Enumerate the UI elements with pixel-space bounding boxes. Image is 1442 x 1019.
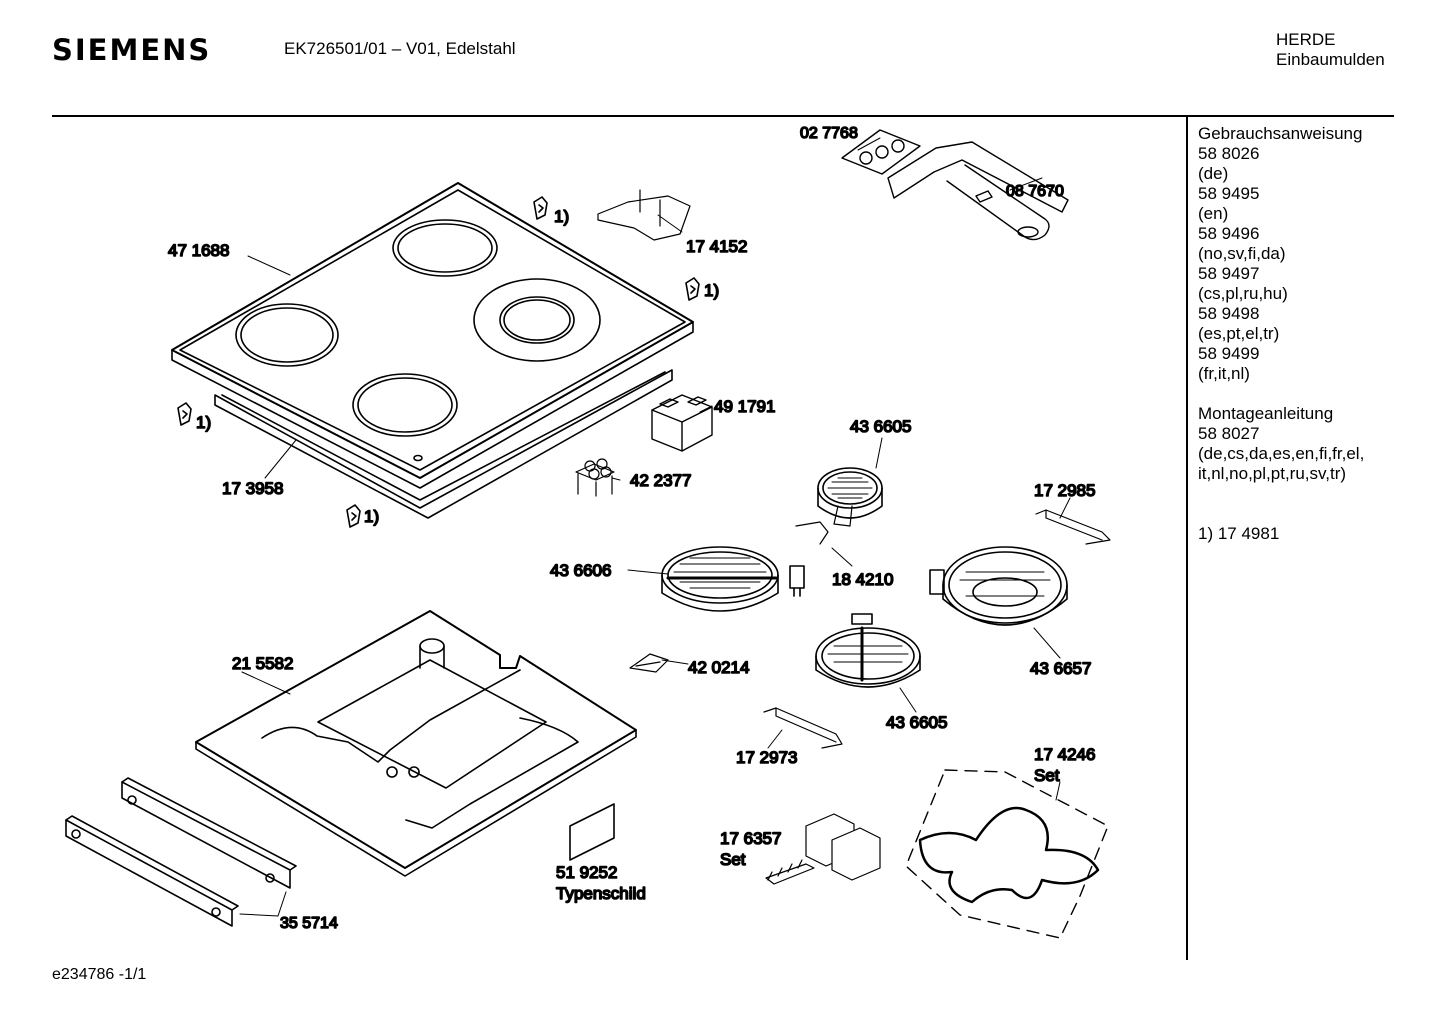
category-line-1: HERDE [1276,30,1336,49]
manual-number: 58 9498 [1198,304,1260,323]
part-label: 43 6605 [850,417,911,436]
footnote-marker: 1) [196,413,211,432]
part-label: 02 7768 [800,125,858,142]
part-label: 35 5714 [280,915,338,932]
control-block [651,394,713,452]
manual-number: 58 9497 [1198,264,1260,283]
heating-element-bottom [815,613,921,688]
part-label: 17 3958 [222,479,283,498]
clamp [629,653,669,673]
part-label: Set [720,850,746,869]
exploded-diagram: 02 7768 08 7670 47 1688 17 4152 1) 1) 1)… [65,124,1111,939]
part-label: 17 4246 [1034,745,1095,764]
documentation-list: Gebrauchsanweisung 58 8026 (de) 58 9495 … [1198,124,1364,544]
ceramic-glass-top [171,182,694,489]
model-title: EK726501/01 – V01, Edelstahl [284,39,516,58]
category-line-2: Einbaumulden [1276,50,1385,69]
part-label: 21 5582 [232,654,293,673]
manual-langs: (en) [1198,204,1229,223]
manual-langs: (es,pt,el,tr) [1198,324,1280,343]
part-label: 08 7670 [1006,183,1064,200]
part-label: 42 2377 [630,471,691,490]
footnote-marker: 1) [364,507,379,526]
part-label: 18 4210 [832,570,893,589]
part-label: 17 6357 [720,829,781,848]
heating-element-left [661,546,805,612]
mounting-bracket-bottom [763,707,843,749]
mounting-bracket-right [1035,509,1111,545]
cleaning-scraper [841,129,1069,241]
manual-number: 58 8026 [1198,144,1260,163]
part-label: Set [1034,766,1060,785]
install-title: Montageanleitung [1198,404,1334,423]
leader-lines [239,137,1071,917]
clip-icon [177,402,192,426]
header-divider [52,115,1394,117]
part-label: 17 2973 [736,748,797,767]
footnote-marker: 1) [704,281,719,300]
type-plate [569,803,615,861]
install-langs: (de,cs,da,es,en,fi,fr,el, [1198,444,1365,463]
drawing-code: e234786 -1/1 [52,966,147,983]
spring-clip [795,521,829,545]
clip-icon [346,504,361,528]
part-label: 51 9252 [556,863,617,882]
heating-element-top [817,467,883,527]
part-label: 43 6606 [550,561,611,580]
part-label: 17 4152 [686,237,747,256]
manual-title: Gebrauchsanweisung [1198,124,1363,143]
manual-langs: (no,sv,fi,da) [1198,244,1286,263]
manual-number: 58 9495 [1198,184,1260,203]
part-label: 47 1688 [168,241,229,260]
manual-langs: (fr,it,nl) [1198,364,1250,383]
brand-logo: SIEMENS [52,33,212,67]
install-langs: it,nl,no,pl,pt,ru,sv,tr) [1198,464,1347,483]
part-label: 17 2985 [1034,481,1095,500]
manual-number: 58 9499 [1198,344,1260,363]
heating-element-right [929,546,1068,626]
footnote: 1) 17 4981 [1198,524,1280,543]
part-label: 43 6657 [1030,659,1091,678]
part-label: 49 1791 [714,397,775,416]
category-block: HERDE Einbaumulden [1276,30,1385,70]
bottom-tray [195,610,637,877]
install-number: 58 8027 [1198,424,1260,443]
sensor-bracket [597,189,691,241]
mounting-rail [121,777,297,889]
manual-langs: (cs,pl,ru,hu) [1198,284,1288,303]
connector-set [765,813,881,885]
clip-icon [685,277,700,301]
cable-set [905,769,1109,939]
mounting-rail [65,815,239,927]
part-label: 42 0214 [688,658,749,677]
manual-langs: (de) [1198,164,1229,183]
seal-frame [214,369,673,519]
footnote-marker: 1) [554,207,569,226]
sidebar-divider [1186,117,1188,960]
manual-number: 58 9496 [1198,224,1260,243]
terminal-block [575,458,615,497]
part-label: 43 6605 [886,713,947,732]
clip-icon [533,196,548,220]
part-label: Typenschild [556,884,646,903]
